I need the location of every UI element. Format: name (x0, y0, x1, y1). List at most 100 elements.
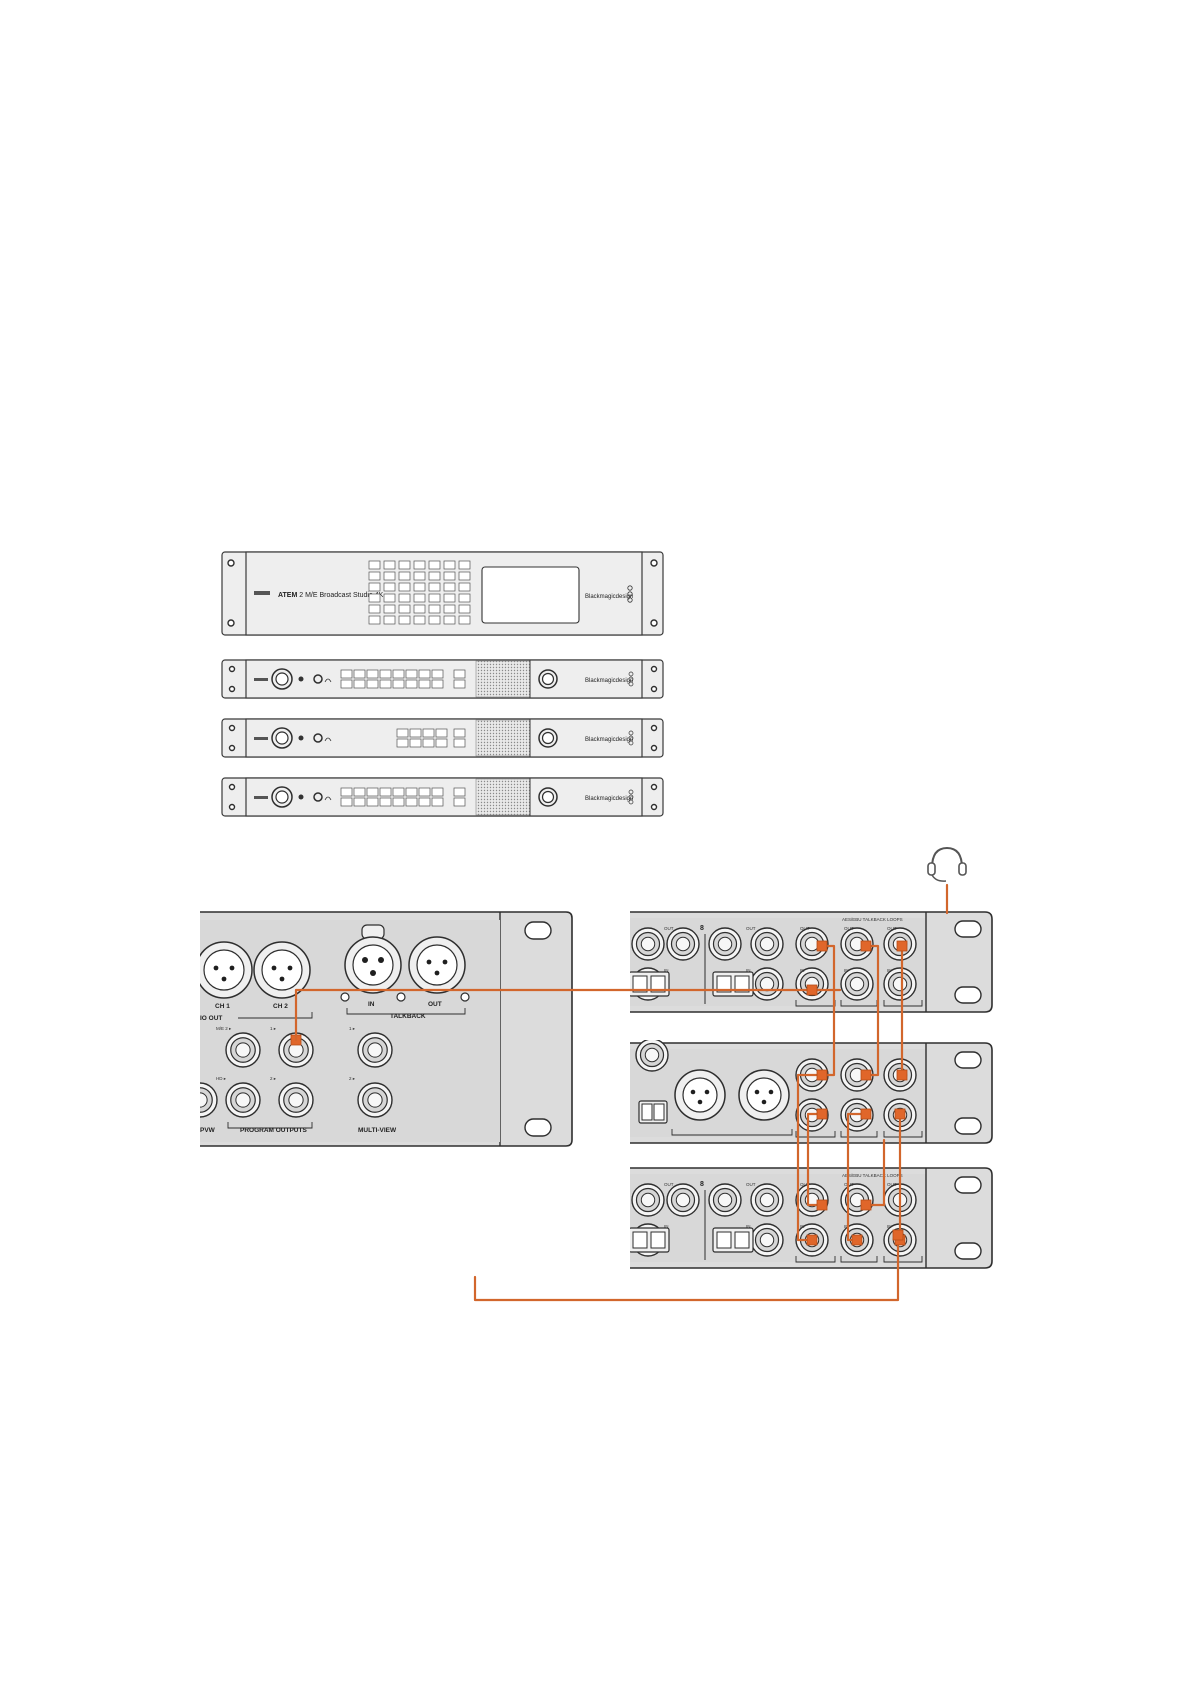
atem-switcher-front: ATEM 2 M/E Broadcast Studio 4K Blackmagi… (221, 551, 664, 636)
label-in: IN (746, 1224, 751, 1229)
loop-cable (796, 1073, 824, 1242)
switcher-button (368, 615, 381, 625)
label-loops-header: AES/EBU TALKBACK LOOPS (842, 917, 903, 922)
bnc-connector (750, 1223, 784, 1257)
switcher-button (428, 604, 441, 614)
label-in: IN (844, 1224, 849, 1229)
key (435, 728, 448, 738)
bnc-connector (225, 1032, 261, 1068)
rack-slot (954, 920, 982, 938)
rack-hole (228, 665, 236, 673)
headphone-icon (324, 737, 332, 742)
switcher-button (413, 604, 426, 614)
cable-plug (851, 1234, 863, 1246)
label-mv2: 2 ▸ (349, 1076, 356, 1081)
label-in: IN (800, 1224, 805, 1229)
switcher-button (428, 582, 441, 592)
key (353, 787, 366, 797)
key (340, 787, 353, 797)
switcher-button (428, 571, 441, 581)
bnc-connector (750, 967, 784, 1001)
key (418, 797, 431, 807)
bnc-connector (225, 1082, 261, 1118)
key (366, 669, 379, 679)
sfp-port (716, 1231, 732, 1249)
converter-faceplate (245, 718, 643, 758)
label-out1: 1 ▸ (270, 1026, 277, 1031)
switcher-button (383, 593, 396, 603)
rack-hole (650, 619, 658, 627)
switcher-button (443, 582, 456, 592)
key (353, 797, 366, 807)
nav-key (453, 728, 466, 738)
bnc-connector (631, 1183, 665, 1217)
brand-logo-icon (628, 740, 634, 746)
screw (340, 992, 350, 1002)
switcher-title: ATEM 2 M/E Broadcast Studio 4K (278, 592, 384, 599)
label-out: OUT (800, 926, 810, 931)
switcher-button (398, 582, 411, 592)
switcher-button (443, 560, 456, 570)
headphone-icon (324, 796, 332, 801)
cable-plug (860, 1199, 872, 1211)
switcher-button (368, 593, 381, 603)
rack-hole (228, 803, 236, 811)
switcher-button (398, 560, 411, 570)
label-out: OUT (844, 926, 854, 931)
switcher-button (398, 604, 411, 614)
key (422, 728, 435, 738)
key (396, 728, 409, 738)
cable-plug (816, 1199, 828, 1211)
label-me2: M/E 2 ▸ (216, 1026, 232, 1031)
speaker-grille (475, 778, 531, 816)
switcher-button (458, 582, 471, 592)
sfp-port (650, 1231, 666, 1249)
label-out: OUT (887, 926, 897, 931)
switcher-lcd-screen (481, 566, 580, 624)
converter-front-1: Blackmagicdesign (221, 659, 664, 699)
key (431, 797, 444, 807)
brand-logo-icon (628, 676, 634, 682)
label-ch1: CH 1 (215, 1003, 230, 1010)
headphone-jack (313, 733, 323, 743)
key (422, 738, 435, 748)
volume-knob-inner (541, 672, 555, 686)
switcher-button (368, 560, 381, 570)
label-out: OUT (887, 1182, 897, 1187)
switcher-button (443, 615, 456, 625)
bnc-connector (708, 1183, 742, 1217)
cable-plug (816, 1069, 828, 1081)
xlr-ch2 (253, 941, 311, 999)
bnc-connector (750, 1183, 784, 1217)
cable-plug (896, 940, 908, 952)
switcher-button (398, 615, 411, 625)
cable-plug (816, 940, 828, 952)
rack-hole (650, 685, 658, 693)
key (418, 679, 431, 689)
switcher-button (428, 593, 441, 603)
loop-bracket (840, 1256, 878, 1263)
label-pvw: PVW (200, 1127, 216, 1134)
cable-plug (860, 1069, 872, 1081)
nav-key (453, 679, 466, 689)
switcher-button (443, 571, 456, 581)
brand-logo-icon (628, 681, 634, 687)
label-out2: 2 ▸ (270, 1076, 277, 1081)
switcher-button (428, 560, 441, 570)
label-out: OUT (746, 1182, 756, 1187)
switcher-button (398, 571, 411, 581)
key (392, 669, 405, 679)
converter-faceplate (245, 777, 643, 817)
loop-bracket (795, 1256, 836, 1263)
bnc-connector (883, 1183, 917, 1217)
key (409, 738, 422, 748)
key (366, 797, 379, 807)
label-ch2: CH 2 (273, 1003, 288, 1010)
sfp-port (734, 975, 750, 993)
rack-hole (650, 665, 658, 673)
switcher-button (458, 560, 471, 570)
xlr-ch1 (200, 941, 253, 999)
loop-cable (864, 944, 880, 1077)
